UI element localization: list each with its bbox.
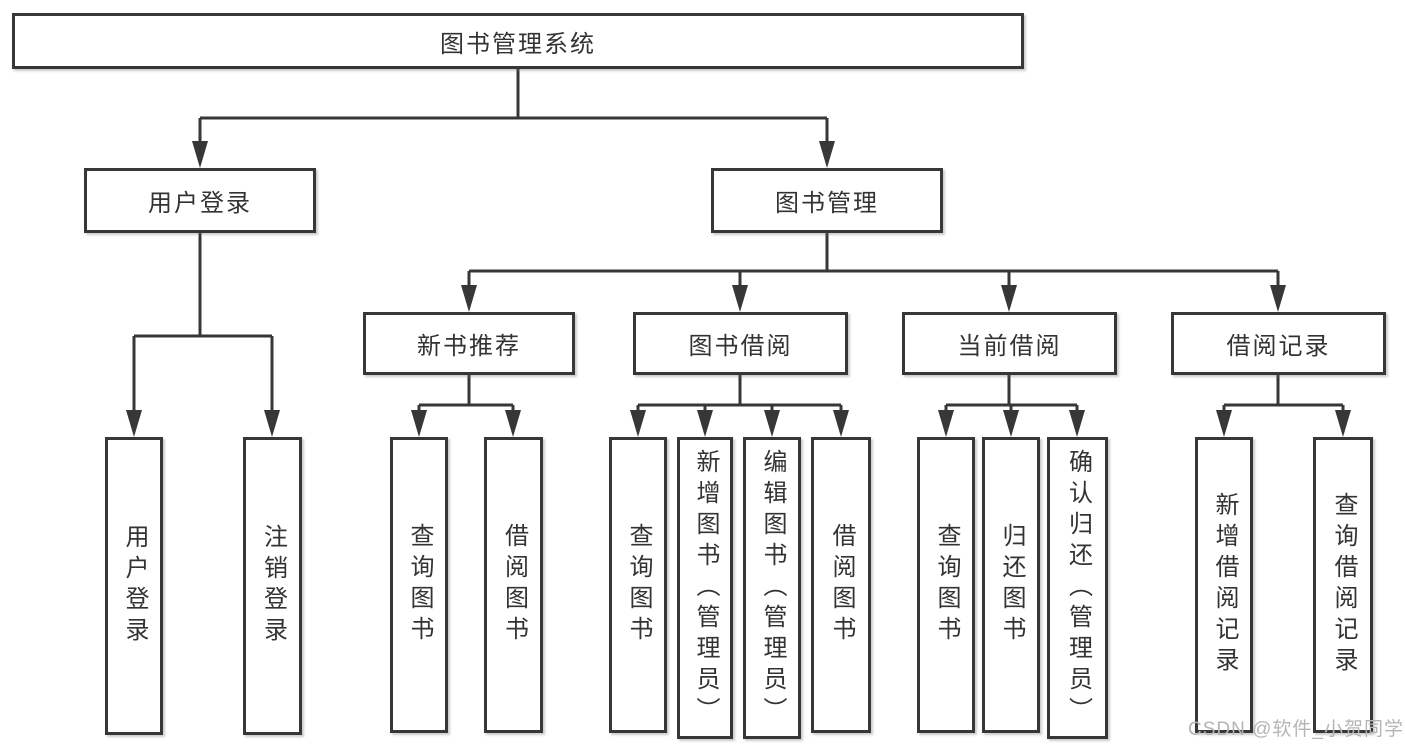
watermark: CSDN @软件_小贺同学 bbox=[1188, 719, 1404, 740]
leaf-label: 查询借阅记录 bbox=[1330, 492, 1357, 678]
leaf-label: 编辑图书（管理员） bbox=[759, 448, 786, 728]
node-label: 图书管理系统 bbox=[440, 30, 596, 58]
leaf-label: 确认归还（管理员） bbox=[1064, 448, 1092, 728]
leaf-add-book-admin: 新增图书（管理员） bbox=[677, 437, 733, 739]
leaf-label: 查询图书 bbox=[933, 523, 960, 647]
leaf-borrow-books-borrowing: 借阅图书 bbox=[811, 437, 871, 733]
leaf-add-borrow-record: 新增借阅记录 bbox=[1195, 437, 1253, 733]
leaf-query-books-current: 查询图书 bbox=[917, 437, 975, 733]
leaf-logout: 注销登录 bbox=[243, 437, 302, 735]
leaf-borrow-books-recommend: 借阅图书 bbox=[484, 437, 543, 733]
node-label: 用户登录 bbox=[148, 190, 252, 217]
leaf-edit-book-admin: 编辑图书（管理员） bbox=[743, 437, 801, 739]
leaf-query-borrow-record: 查询借阅记录 bbox=[1313, 437, 1373, 733]
leaf-label: 归还图书 bbox=[998, 523, 1025, 647]
leaf-user-login: 用户登录 bbox=[105, 437, 163, 735]
leaf-label: 查询图书 bbox=[406, 523, 433, 647]
node-current-borrowing: 当前借阅 bbox=[902, 312, 1117, 375]
node-root-system: 图书管理系统 bbox=[12, 13, 1024, 69]
leaf-query-books-recommend: 查询图书 bbox=[390, 437, 448, 733]
leaf-label: 新增图书（管理员） bbox=[692, 448, 719, 728]
leaf-confirm-return-admin: 确认归还（管理员） bbox=[1047, 437, 1108, 739]
node-label: 借阅记录 bbox=[1226, 333, 1331, 360]
node-book-borrowing: 图书借阅 bbox=[633, 312, 848, 375]
connector-paths bbox=[132, 69, 1345, 412]
node-borrowing-records: 借阅记录 bbox=[1171, 312, 1386, 375]
leaf-return-books: 归还图书 bbox=[982, 437, 1040, 733]
leaf-label: 用户登录 bbox=[121, 524, 148, 648]
leaf-label: 查询图书 bbox=[625, 523, 652, 647]
leaf-query-books-borrowing: 查询图书 bbox=[609, 437, 667, 733]
node-label: 图书借阅 bbox=[688, 333, 793, 360]
leaf-label: 新增借阅记录 bbox=[1211, 492, 1238, 678]
arrowhead-icons bbox=[126, 141, 1351, 437]
leaf-label: 注销登录 bbox=[259, 524, 287, 648]
node-label: 新书推荐 bbox=[417, 333, 521, 360]
leaf-label: 借阅图书 bbox=[828, 523, 855, 647]
node-book-management-branch: 图书管理 bbox=[711, 168, 943, 233]
leaf-label: 借阅图书 bbox=[500, 523, 528, 647]
node-new-book-recommendation: 新书推荐 bbox=[363, 312, 575, 375]
node-label: 图书管理 bbox=[775, 190, 879, 217]
node-user-login-branch: 用户登录 bbox=[84, 168, 316, 233]
node-label: 当前借阅 bbox=[957, 333, 1062, 360]
